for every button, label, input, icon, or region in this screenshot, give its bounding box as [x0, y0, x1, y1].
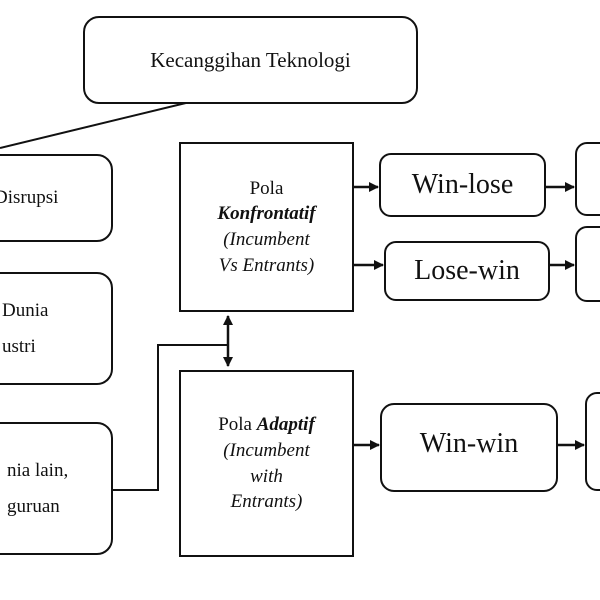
node-win-win: Win-win — [380, 403, 558, 492]
node-pola-adaptif: Pola Adaptif (Incumbent with Entrants) — [179, 370, 354, 557]
node-win-lose: Win-lose — [379, 153, 546, 217]
connector-teknologi-line — [0, 101, 191, 149]
node-right-bottom-cutoff — [585, 392, 600, 491]
node-adaptif-line1-emph: Adaptif — [256, 414, 315, 436]
node-right-top-cutoff — [575, 142, 600, 216]
node-konfrontatif-line1: Pola — [249, 177, 284, 199]
node-dunia-industri-line1: Dunia — [2, 299, 49, 321]
node-adaptif-line1-prefix: Pola — [218, 414, 257, 436]
node-adaptif-line1: Pola Adaptif — [218, 412, 315, 438]
node-win-win-label: Win-win — [419, 428, 519, 459]
node-dunia-industri-line2: ustri — [2, 335, 36, 357]
node-dunia-lain-line2: guruan — [7, 495, 60, 517]
node-konfrontatif-line2: Konfrontatif — [217, 203, 316, 225]
node-disrupsi-label: Disrupsi — [0, 187, 59, 209]
node-konfrontatif-line3: (Incumbent — [223, 229, 310, 250]
node-dunia-lain: nia lain, guruan — [0, 422, 113, 555]
node-lose-win: Lose-win — [384, 241, 550, 301]
connector-dunia-lain-line — [112, 344, 228, 491]
node-lose-win-label: Lose-win — [414, 255, 520, 287]
node-adaptif-line2: (Incumbent — [223, 439, 310, 461]
node-adaptif-line3: with — [250, 465, 283, 487]
node-win-lose-label: Win-lose — [411, 169, 514, 201]
node-teknologi-label: Kecanggihan Teknologi — [150, 47, 351, 72]
node-adaptif-line4: Entrants) — [230, 491, 303, 513]
node-kecanggihan-teknologi: Kecanggihan Teknologi — [83, 16, 418, 104]
node-konfrontatif-line4: Vs Entrants) — [218, 254, 315, 276]
node-dunia-industri: Dunia ustri — [0, 272, 113, 385]
node-disrupsi: Disrupsi — [0, 154, 113, 242]
node-dunia-lain-line1: nia lain, — [7, 459, 69, 481]
node-pola-konfrontatif: Pola Konfrontatif (Incumbent Vs Entrants… — [179, 142, 354, 312]
node-right-middle-cutoff — [575, 226, 600, 302]
